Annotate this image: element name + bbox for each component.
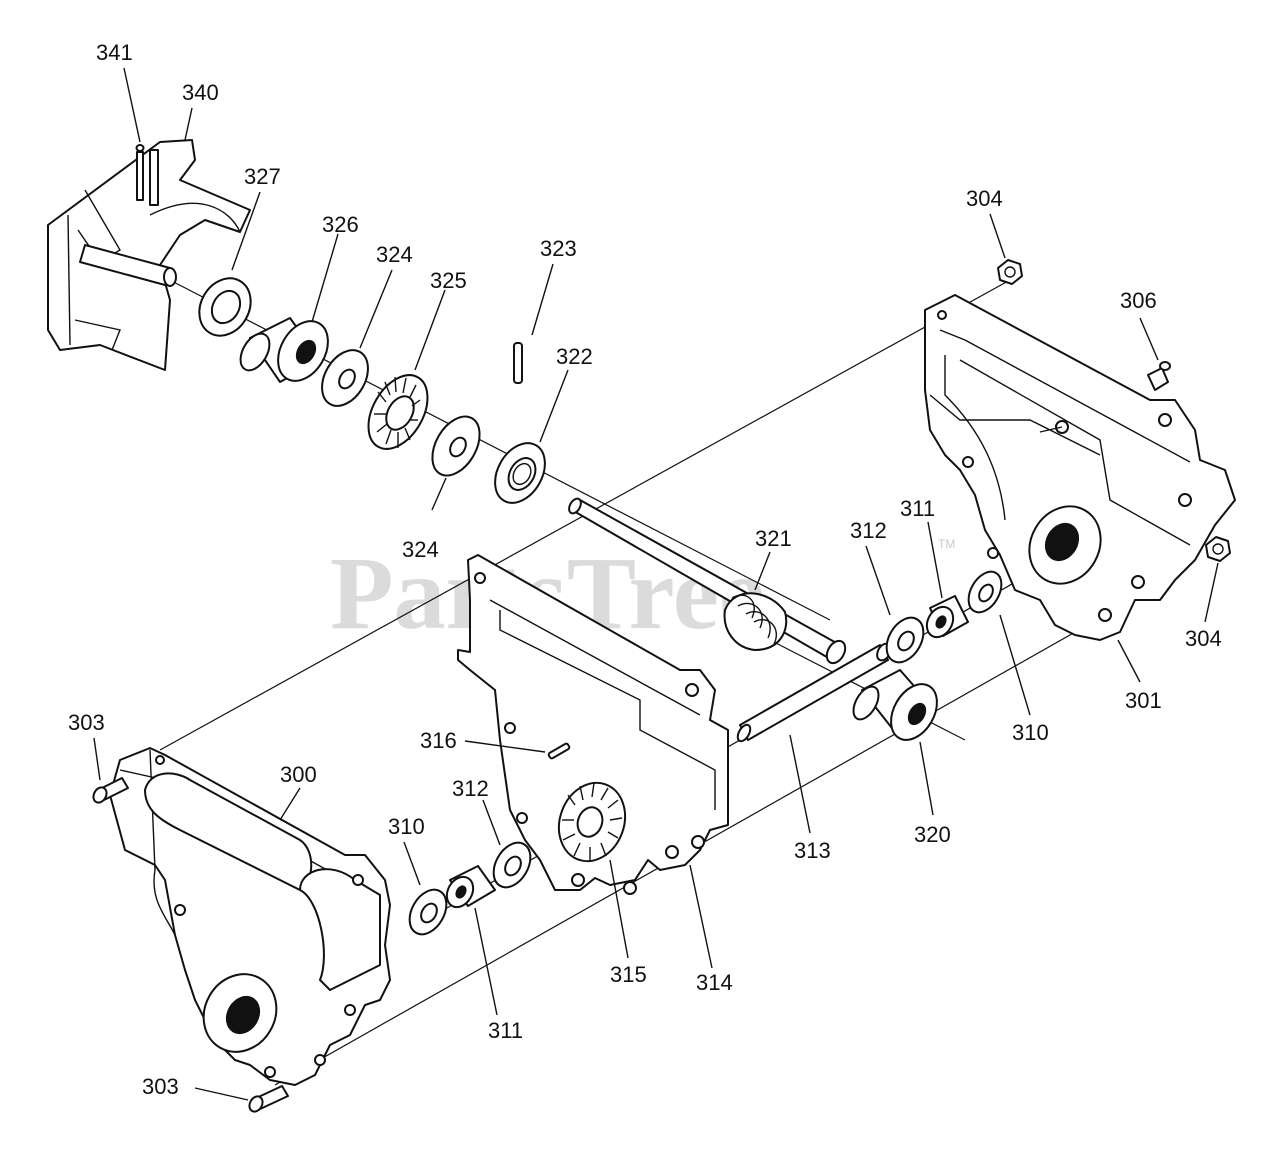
part-303-screw-top: [92, 777, 129, 804]
callout-340: 340: [182, 80, 219, 105]
part-340-bracket: [47, 139, 251, 371]
callout-312-left: 312: [452, 776, 489, 801]
leader-lines: [93, 67, 1219, 1101]
callout-314: 314: [696, 970, 733, 995]
callout-303-bottom: 303: [142, 1074, 179, 1099]
part-314-gasket: [457, 554, 729, 895]
part-311-bushing-left: [445, 865, 496, 909]
callout-325: 325: [430, 268, 467, 293]
part-306-grease-fitting: [1147, 361, 1171, 391]
part-303-screw-bottom: [248, 1085, 289, 1113]
callout-326: 326: [322, 212, 359, 237]
part-324-washer-lower: [431, 415, 481, 477]
callout-labels: 341 340 327 326 324 325 323 322 324 304 …: [68, 40, 1222, 1099]
callout-304-right: 304: [1185, 626, 1222, 651]
callout-321: 321: [755, 526, 792, 551]
part-325-thrust-bearing: [367, 374, 429, 450]
callout-306: 306: [1120, 288, 1157, 313]
watermark-trademark: TM: [938, 537, 955, 551]
part-321-worm-shaft: [568, 497, 847, 665]
part-304-nut-right: [1205, 536, 1231, 562]
part-323-pin: [513, 342, 523, 384]
part-315-gear: [557, 781, 627, 863]
part-301-gear-case-right: [924, 294, 1236, 641]
callout-310-left: 310: [388, 814, 425, 839]
callout-341: 341: [96, 40, 133, 65]
callout-316: 316: [420, 728, 457, 753]
callout-315: 315: [610, 962, 647, 987]
part-311-bushing-right: [925, 595, 969, 639]
callout-323: 323: [540, 236, 577, 261]
callout-324-lower: 324: [402, 537, 439, 562]
part-310-washer-right: [967, 570, 1003, 614]
callout-320: 320: [914, 822, 951, 847]
callout-327: 327: [244, 164, 281, 189]
part-312-washer-left: [492, 841, 532, 889]
part-313-axle-shaft: [736, 642, 892, 743]
callout-300: 300: [280, 762, 317, 787]
part-310-washer-left: [408, 888, 448, 936]
callout-311-left: 311: [488, 1018, 523, 1043]
part-324-washer-upper: [321, 349, 369, 407]
callout-322: 322: [556, 344, 593, 369]
part-300-gear-case-left: [109, 747, 391, 1086]
part-312-washer-right: [885, 616, 925, 664]
callout-324-upper: 324: [376, 242, 413, 267]
callout-311-right: 311: [900, 496, 935, 521]
callout-310-right: 310: [1012, 720, 1049, 745]
callout-301: 301: [1125, 688, 1162, 713]
part-316-key: [547, 742, 571, 760]
part-320-sleeve: [852, 669, 938, 741]
part-304-nut-top: [997, 259, 1023, 285]
part-322-bearing: [494, 442, 546, 504]
callout-312-right: 312: [850, 518, 887, 543]
part-327-seal: [198, 277, 252, 337]
callout-313: 313: [794, 838, 831, 863]
callout-303-top: 303: [68, 710, 105, 735]
part-326-sleeve: [239, 317, 329, 383]
callout-304-top: 304: [966, 186, 1003, 211]
